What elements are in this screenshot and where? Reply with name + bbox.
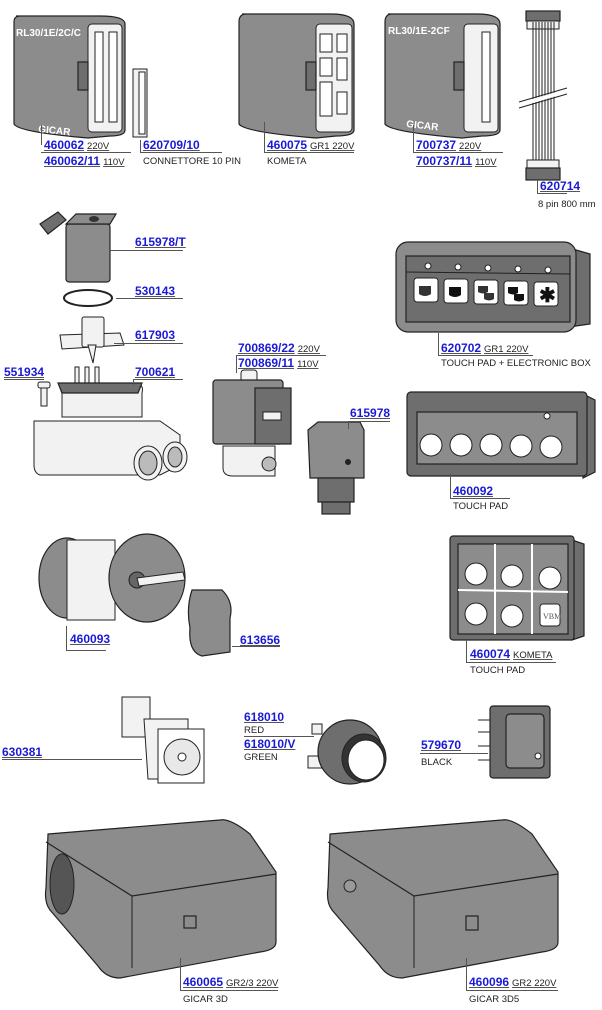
- part-code[interactable]: 551934: [4, 365, 45, 379]
- variant-label: RED: [244, 725, 265, 736]
- part-code[interactable]: 630381: [2, 745, 43, 759]
- part-code[interactable]: 613656: [240, 633, 281, 647]
- part-description: GICAR 3D5: [469, 994, 520, 1005]
- vbm-logo: VBM: [543, 612, 561, 621]
- rotary-switch-460093: [38, 533, 186, 623]
- part-code[interactable]: 615978: [350, 406, 391, 420]
- asterisk-button[interactable]: [533, 281, 559, 307]
- part-description: GICAR 3D: [183, 994, 228, 1005]
- part-code[interactable]: 618010/V: [244, 737, 296, 751]
- indicator-light-618010: [307, 719, 387, 785]
- part-code[interactable]: 460092: [453, 484, 494, 498]
- part-code[interactable]: 620709/10: [143, 138, 200, 152]
- brand-label: GICAR: [38, 124, 72, 138]
- connector-10-pin: [132, 68, 148, 138]
- part-description: KOMETA: [267, 156, 307, 167]
- rocker-switch-579670: [478, 705, 551, 779]
- electronic-box-rl30-1e-2c-c: RL30/1E/2C/C GICAR: [13, 15, 126, 139]
- touch-pad-460092: [406, 391, 596, 479]
- part-description: TOUCH PAD + ELECTRONIC BOX: [441, 358, 591, 369]
- device-label: RL30/1E-2CF: [388, 26, 450, 37]
- touch-pad-620702: ✱: [395, 241, 591, 333]
- part-code[interactable]: 615978/T: [135, 235, 186, 249]
- part-description: CONNETTORE 10 PIN: [143, 156, 242, 167]
- electronic-box-gicar-3d5: [326, 819, 559, 979]
- device-label: RL30/1E/2C/C: [16, 28, 81, 39]
- o-ring-530143: [63, 289, 113, 307]
- screw-551934: [37, 381, 51, 407]
- electronic-box-rl30-1e-2cf: RL30/1E-2CF GICAR: [384, 13, 501, 139]
- part-description: BLACK: [421, 757, 453, 768]
- coil-615978-t: [39, 211, 118, 283]
- solenoid-valve-700869: [212, 369, 292, 477]
- brand-label: GICAR: [406, 119, 440, 133]
- plunger-617903: [59, 316, 125, 364]
- part-description: TOUCH PAD: [453, 501, 509, 512]
- touch-pad-460074: VBM: [449, 535, 585, 641]
- knob-613656: [187, 589, 232, 657]
- asterisk-icon: ✱: [539, 285, 556, 307]
- valve-body-700621: [33, 366, 188, 481]
- part-description: 8 pin 800 mm: [538, 199, 596, 210]
- part-code[interactable]: 700621: [135, 365, 176, 379]
- push-button-630381: [121, 696, 205, 784]
- part-code[interactable]: 618010: [244, 710, 285, 724]
- part-description: TOUCH PAD: [470, 665, 526, 676]
- part-code[interactable]: 530143: [135, 284, 176, 298]
- part-code[interactable]: 460093: [70, 632, 111, 646]
- part-code[interactable]: 617903: [135, 328, 176, 342]
- electronic-box-kometa: [238, 13, 355, 139]
- variant-label: GREEN: [244, 752, 278, 763]
- coil-connector-615978: [307, 421, 365, 515]
- part-code[interactable]: 620714: [540, 179, 581, 193]
- electronic-box-gicar-3d: [44, 819, 277, 979]
- part-code[interactable]: 579670: [421, 738, 462, 752]
- flat-cable-8-pin: [518, 10, 568, 181]
